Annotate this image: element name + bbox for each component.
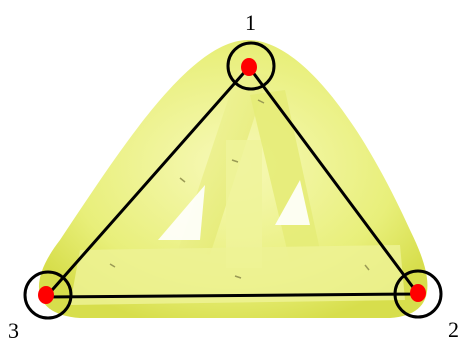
vertex-1-dot bbox=[241, 58, 257, 76]
vertex-3-dot bbox=[38, 286, 54, 304]
vertex-2-dot bbox=[410, 284, 426, 302]
vertex-3-label: 3 bbox=[8, 320, 19, 342]
vertex-2-label: 2 bbox=[448, 319, 459, 341]
vertex-1-label: 1 bbox=[245, 12, 256, 34]
